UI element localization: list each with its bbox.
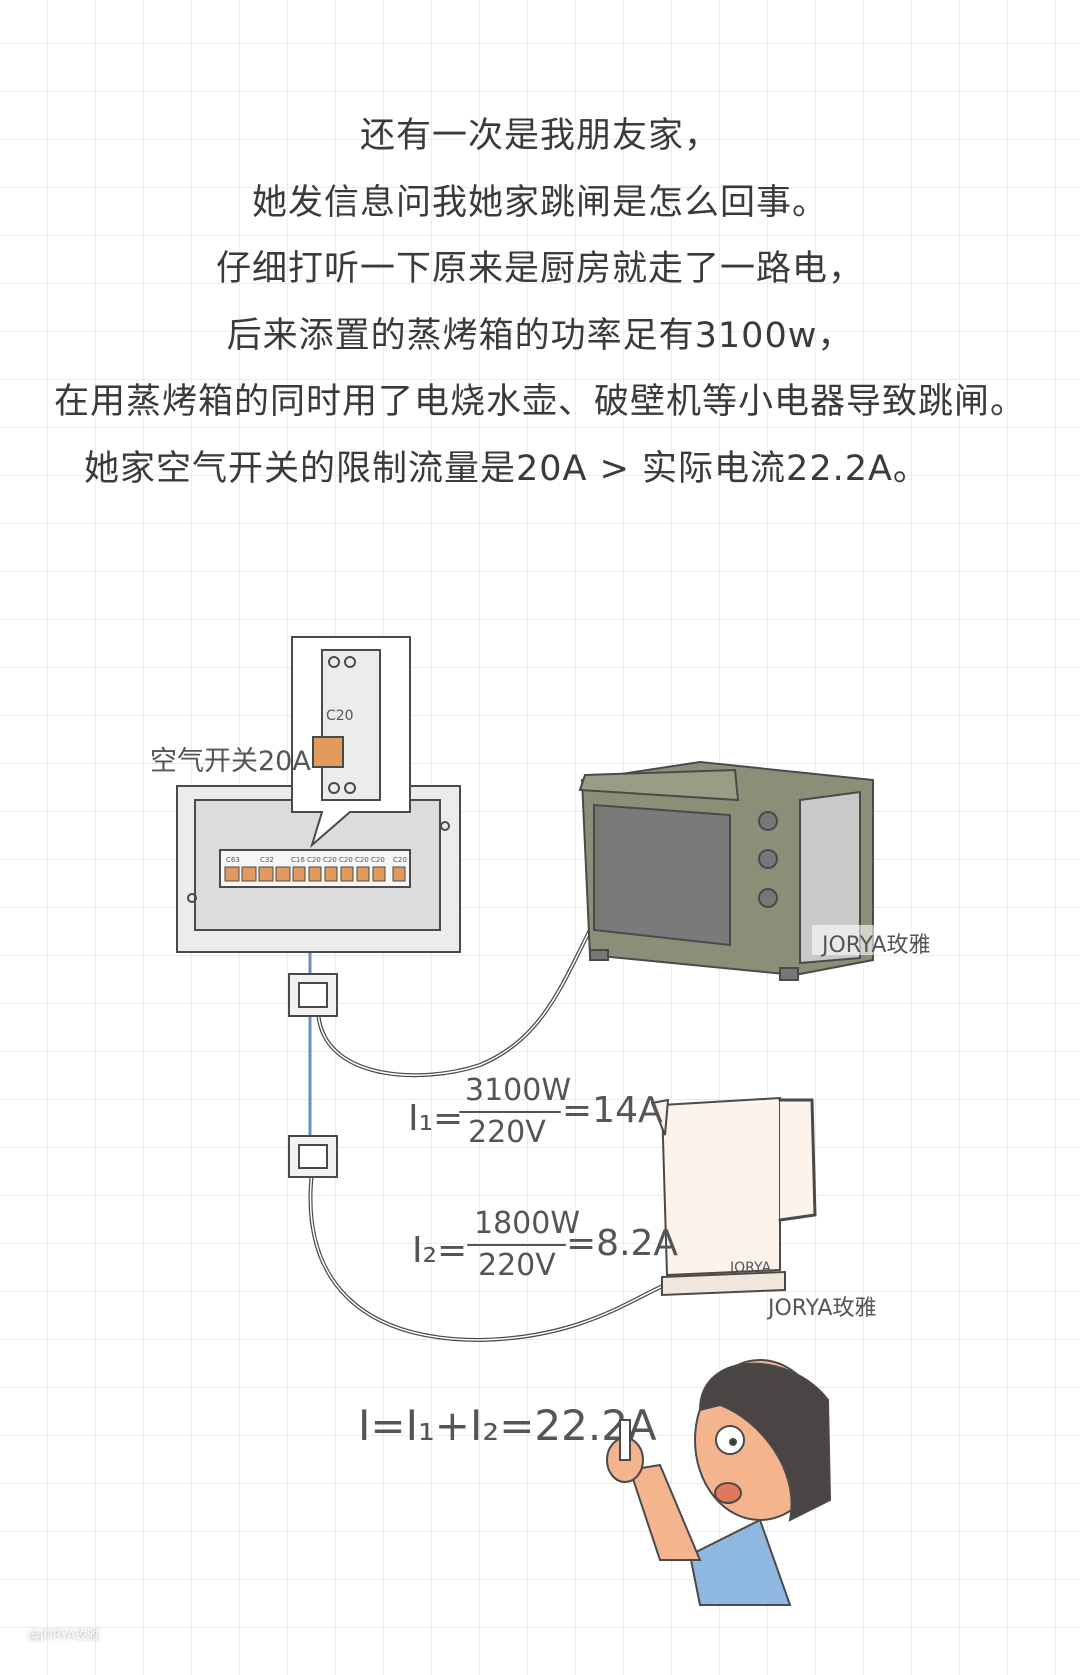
story-line-2: 她发信息问我她家跳闸是怎么回事。	[251, 182, 828, 223]
panel-breaker-label: C20	[323, 856, 337, 864]
story-line-5: 在用蒸烤箱的同时用了电烧水壶、破壁机等小电器导致跳闸。	[53, 382, 1026, 422]
panel-breaker-label: C20	[307, 856, 321, 864]
formula2-lhs: I₂=	[412, 1230, 467, 1271]
formula-oven-current: I₁= 3100W 220V =14A	[408, 1073, 663, 1150]
breaker-panel: C63 C32 C16 C20 C20 C20 C20 C20 C20	[176, 785, 461, 953]
formula2-result: =8.2A	[566, 1223, 678, 1264]
oven-watermark: JORYA玫雅	[820, 933, 930, 958]
story-line-6: 她家空气开关的限制流量是20A > 实际电流22.2A。	[84, 448, 929, 489]
wall-socket-1	[288, 973, 338, 1017]
panel-breaker-label: C20	[355, 856, 369, 864]
panel-breaker-label: C16	[291, 856, 305, 864]
person-character	[606, 1359, 832, 1606]
wall-socket-2	[288, 1135, 338, 1178]
formula2-denominator: 220V	[478, 1248, 556, 1283]
formula1-numerator: 3100W	[465, 1073, 571, 1108]
panel-breaker-label: C20	[339, 856, 353, 864]
formula-kettle-current: I₂= 1800W 220V =8.2A	[412, 1206, 678, 1283]
story-line-1: 还有一次是我朋友家，	[359, 116, 720, 156]
story-line-4: 后来添置的蒸烤箱的功率足有3100w，	[226, 315, 854, 356]
formula2-numerator: 1800W	[474, 1206, 580, 1241]
footer-watermark: @JORYA玫雅	[28, 1628, 100, 1642]
panel-breaker-labels: C63 C32 C16 C20 C20 C20 C20 C20 C20	[226, 856, 407, 864]
panel-breaker-label: C63	[226, 856, 240, 864]
story-text: 还有一次是我朋友家， 她发信息问我她家跳闸是怎么回事。 仔细打听一下原来是厨房就…	[0, 108, 1080, 507]
story-line-3: 仔细打听一下原来是厨房就走了一路电，	[215, 249, 864, 289]
kettle-brand: JORYA	[729, 1260, 771, 1276]
formula1-lhs: I₁=	[408, 1098, 463, 1139]
formula1-denominator: 220V	[468, 1115, 546, 1150]
panel-breaker-label: C20	[371, 856, 385, 864]
breaker-callout: C20	[291, 636, 411, 849]
breaker-rating: C20	[326, 708, 354, 724]
formula-total-current: I=I₁+I₂=22.2A	[358, 1401, 657, 1450]
formula1-result: =14A	[562, 1090, 663, 1131]
panel-breaker-label: C20	[393, 856, 407, 864]
panel-breaker-label: C32	[260, 856, 274, 864]
kettle-watermark: JORYA玫雅	[766, 1296, 876, 1321]
electric-kettle: JORYA	[650, 1096, 817, 1297]
breaker-label: 空气开关20A	[150, 746, 311, 777]
steam-oven	[578, 760, 874, 981]
